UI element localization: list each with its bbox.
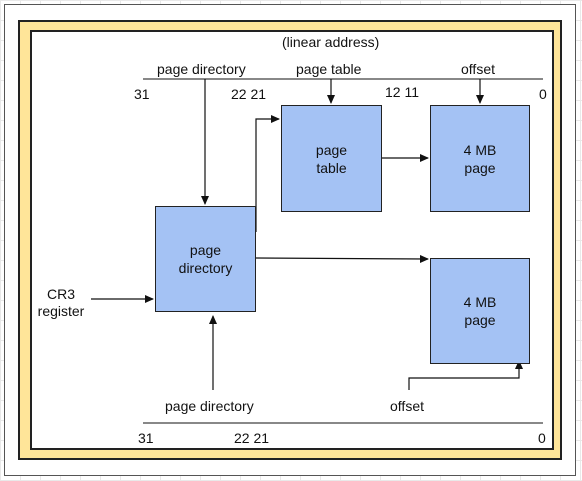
top-field-page-directory: page directory [157,61,246,77]
bottom-bit-22-21: 22 21 [234,430,270,446]
page-table-box-label: page table [315,141,348,176]
arrow-bottom-offset-to-page [408,360,523,390]
top-bit-0: 0 [539,86,547,102]
bottom-4mb-page-label: 4 MB page [463,294,497,328]
arrow-dir-to-table [255,115,280,232]
bottom-bit-31: 31 [138,430,154,446]
top-field-page-table: page table [296,61,362,77]
bottom-bit-0: 0 [538,430,546,446]
page-directory-box: page directory [155,206,256,312]
bottom-4mb-page-box: 4 MB page [430,258,530,364]
cr3-register-label: CR3 register [37,286,85,319]
bottom-field-offset: offset [390,398,424,414]
top-4mb-page-label: 4 MB page [463,141,497,176]
top-bit-31: 31 [134,86,150,102]
page-directory-box-label: page directory [178,242,233,276]
page-table-box: page table [281,105,382,212]
arrow-dir-to-bottom-page [255,254,429,263]
top-bit-22-21: 22 21 [231,86,267,102]
linear-address-title: (linear address) [282,34,380,50]
top-field-offset: offset [461,61,495,77]
diagram-canvas [30,30,554,450]
top-bit-12-11: 12 11 [385,84,419,100]
bottom-field-page-directory: page directory [165,398,254,414]
top-4mb-page-box: 4 MB page [430,105,530,212]
